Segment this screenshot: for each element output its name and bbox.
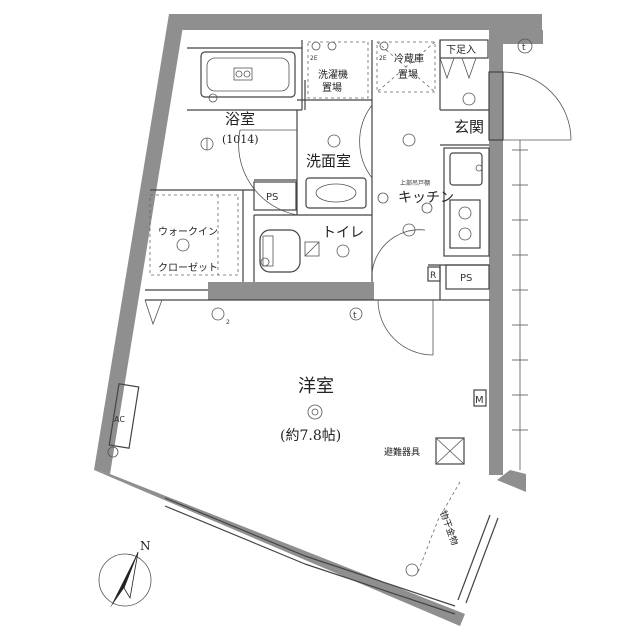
entrance-wall-right — [503, 30, 543, 44]
room-door-swing — [377, 299, 434, 356]
outer-walls — [94, 14, 543, 626]
bathroom: 浴室 (1014) — [200, 51, 298, 216]
meter-box — [473, 389, 487, 407]
svg-text:PS: PS — [460, 273, 472, 284]
entrance-label: 玄関 — [454, 118, 484, 136]
toilet-room: トイレ — [259, 225, 426, 283]
outer-wall-left — [94, 14, 185, 474]
svg-text:M: M — [475, 395, 484, 406]
kitchen: 2E 冷蔵庫 置場 上部吊戸棚 キッチン R — [376, 41, 490, 282]
ps-shaft-2: PS — [445, 264, 490, 290]
north-label: N — [140, 539, 151, 553]
evac-hatch — [435, 437, 465, 465]
walkin-closet: ウォークイン クローゼット — [144, 194, 239, 326]
fridge-label-2: 置場 — [398, 68, 418, 81]
compass-circle — [98, 553, 152, 607]
corner-window — [457, 514, 499, 604]
toilet-bowl — [259, 229, 301, 273]
washroom-label: 洗面室 — [306, 152, 351, 170]
upper-cabinet-label: 上部吊戸棚 — [400, 179, 430, 187]
bathtub — [200, 51, 296, 98]
closet-beam — [208, 282, 374, 300]
svg-text:2E: 2E — [379, 55, 387, 62]
kitchen-label: キッチン — [398, 190, 454, 206]
svg-text:t: t — [353, 311, 357, 321]
ps-shaft-1: PS — [253, 181, 297, 211]
svg-text:R: R — [430, 271, 436, 281]
outer-wall-right — [489, 30, 503, 475]
t-marker-2 — [349, 307, 363, 321]
toilet-paper — [304, 241, 320, 257]
bath-faucet — [233, 67, 253, 81]
svg-text:2E: 2E — [310, 55, 318, 62]
interior-walls — [145, 40, 490, 301]
t-marker-1 — [517, 38, 533, 54]
bath-size-label: (1014) — [222, 133, 259, 146]
kitchen-counter — [443, 147, 490, 257]
washroom-light-icon — [327, 134, 341, 148]
western-size-label: (約7.8帖) — [280, 428, 341, 444]
clothes-rail-label: 物干金物 — [437, 509, 461, 547]
evac-label: 避難器具 — [384, 446, 420, 458]
toilet-light-icon — [336, 244, 350, 258]
ac-unit — [108, 383, 140, 449]
north-arrow-icon — [110, 552, 138, 608]
shoe-cabinet-label: 下足入 — [446, 44, 476, 56]
washbasin — [305, 177, 367, 209]
western-label: 洋室 — [298, 376, 334, 397]
bath-door-swing — [238, 129, 298, 216]
stove — [449, 199, 481, 249]
toilet-label: トイレ — [322, 225, 364, 241]
washroom: 2E 洗濯機 置場 洗面室 — [304, 41, 373, 209]
washer-space — [307, 41, 369, 99]
svg-text:AC: AC — [114, 415, 125, 424]
balcony-hatch — [512, 140, 528, 470]
outer-wall-top — [169, 14, 542, 30]
entrance-door-swing — [502, 71, 572, 141]
fridge-label-1: 冷蔵庫 — [394, 52, 424, 65]
washer-label-1: 洗濯機 — [318, 68, 348, 81]
svg-text:PS: PS — [266, 192, 278, 203]
entrance: 下足入 玄関 t — [439, 38, 572, 141]
walkin-label-2: クローゼット — [158, 262, 218, 274]
svg-text:2: 2 — [226, 319, 230, 326]
western-room: 2 t 洋室 (約7.8帖) AC M 避難器具 物干金物 — [107, 299, 487, 577]
outer-wall-right-lower — [497, 470, 526, 492]
r-box — [427, 266, 441, 282]
north-arrow: N — [98, 539, 152, 608]
entrance-light-icon — [462, 92, 476, 106]
toilet-door-swing — [371, 229, 426, 283]
room-light-icon — [307, 404, 323, 420]
kitchen-light-icon-1 — [402, 133, 416, 147]
walkin-label-1: ウォークイン — [158, 226, 218, 238]
bath-label: 浴室 — [225, 110, 255, 128]
kitchen-sink — [449, 152, 483, 186]
bottom-window — [164, 497, 456, 615]
clothes-rail — [417, 481, 461, 573]
closet-light-icon — [176, 238, 190, 252]
svg-text:t: t — [522, 43, 526, 53]
washer-label-2: 置場 — [322, 81, 342, 94]
shoe-cabinet — [439, 39, 489, 59]
kitchen-light-icon-2 — [402, 223, 416, 237]
washroom-door-swing — [359, 104, 373, 179]
